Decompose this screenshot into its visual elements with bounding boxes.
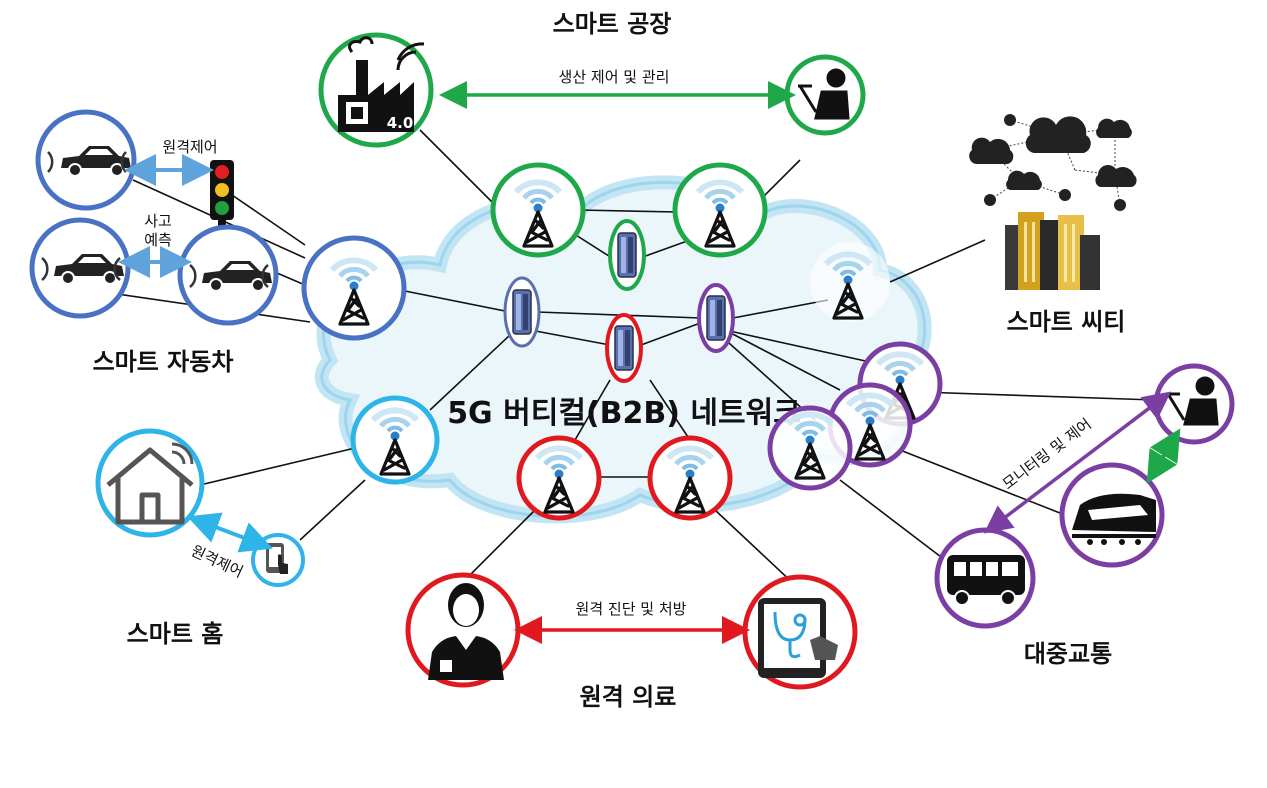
city-tower bbox=[810, 242, 890, 322]
city-skyline-icon bbox=[969, 114, 1137, 290]
house-icon bbox=[106, 447, 194, 525]
medical-tower-right bbox=[647, 435, 733, 521]
smart-city-title: 스마트 씨티 bbox=[1007, 308, 1126, 336]
transport-monitor-arrow bbox=[983, 391, 1172, 534]
operator-icon bbox=[798, 68, 850, 120]
traffic-light bbox=[210, 160, 234, 228]
factory-badge: 4.0 bbox=[387, 114, 414, 132]
factory-tower-left bbox=[490, 162, 586, 258]
factory-node: 4.0 bbox=[318, 32, 434, 148]
tablet-node bbox=[742, 574, 858, 690]
smart-home-group: 원격제어 스마트 홈 bbox=[95, 395, 440, 648]
center-network-title: 5G 버티컬(B2B) 네트워크 bbox=[447, 396, 801, 431]
smart-factory-group: 4.0 생산 제어 및 관리 스마트 공장 bbox=[318, 10, 866, 291]
home-remote-label: 원격제어 bbox=[188, 542, 246, 582]
public-transport-group: 모니터링 및 제어 대중교통 bbox=[767, 341, 1235, 668]
telemedicine-group: 원격 진단 및 처방 원격 의료 bbox=[405, 435, 858, 711]
home-tower bbox=[350, 395, 440, 485]
train-node bbox=[1059, 462, 1165, 568]
car-tower bbox=[301, 235, 407, 341]
bus-icon bbox=[947, 555, 1025, 606]
transport-tower-3 bbox=[767, 405, 853, 491]
house-node bbox=[95, 428, 205, 538]
car-node-right bbox=[177, 224, 279, 326]
car-node-top bbox=[35, 109, 137, 211]
factory-operator-node bbox=[784, 54, 866, 136]
smart-car-title: 스마트 자동차 bbox=[93, 348, 234, 376]
smart-city-group: 스마트 씨티 bbox=[810, 114, 1137, 336]
factory-server bbox=[608, 219, 646, 291]
transport-operator-node bbox=[1153, 363, 1235, 445]
smart-car-group: 원격제어 사고 예측 스마트 자동차 bbox=[29, 109, 407, 376]
car-node-left bbox=[29, 217, 131, 319]
factory-control-label: 생산 제어 및 관리 bbox=[559, 68, 670, 86]
home-remote-arrow bbox=[187, 512, 273, 553]
car-accident-label-2: 예측 bbox=[144, 231, 172, 249]
public-transport-title: 대중교통 bbox=[1024, 640, 1112, 668]
doctor-node bbox=[405, 572, 521, 688]
factory-tower-right bbox=[672, 162, 768, 258]
phone-node bbox=[251, 533, 305, 587]
telemedicine-title: 원격 의료 bbox=[580, 683, 677, 711]
smart-home-title: 스마트 홈 bbox=[127, 620, 224, 648]
stethoscope-tablet-icon bbox=[758, 598, 838, 678]
car-accident-label-1: 사고 bbox=[144, 212, 172, 230]
medical-server bbox=[605, 313, 643, 383]
medical-diagnosis-label: 원격 진단 및 처방 bbox=[576, 600, 687, 618]
train-link-arrow bbox=[1146, 428, 1181, 484]
doctor-icon bbox=[428, 583, 504, 680]
core-server-left bbox=[503, 276, 541, 348]
car-remote-label: 원격제어 bbox=[162, 138, 217, 156]
medical-tower-left bbox=[516, 435, 602, 521]
transport-operator-icon bbox=[1166, 376, 1219, 426]
bus-node bbox=[934, 527, 1036, 629]
smart-factory-title: 스마트 공장 bbox=[553, 10, 672, 38]
transport-server bbox=[697, 283, 735, 353]
